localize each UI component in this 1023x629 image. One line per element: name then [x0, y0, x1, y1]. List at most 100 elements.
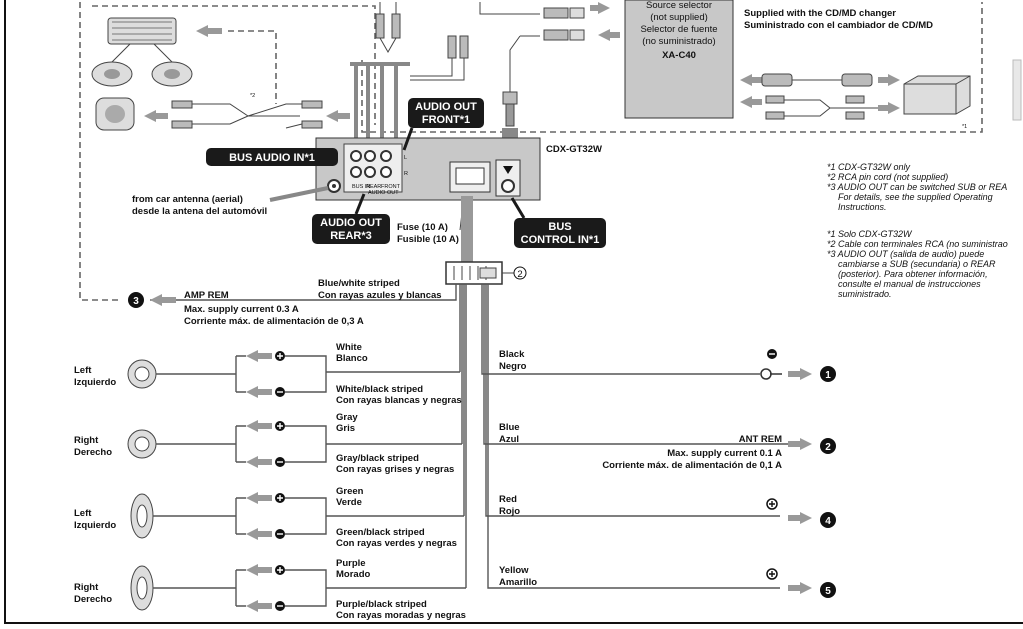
arrow-left-icon	[740, 96, 762, 108]
source-selector-line3: Selector de fuente	[640, 24, 717, 35]
bus-control-in-line2: CONTROL IN*1	[521, 234, 600, 246]
speaker-neg-es: Con rayas grises y negras	[336, 464, 454, 475]
yellow-number: 5	[825, 586, 831, 597]
speaker-neg-en: Green/black striped	[336, 527, 425, 538]
speaker-group-front-left: Left Izquierdo White Blanco White/black …	[74, 342, 462, 406]
speaker-pos-en: Gray	[336, 412, 358, 423]
power-connector-socket	[449, 161, 491, 193]
jack-label-bus-in: BUS IN	[352, 184, 370, 190]
speaker-side-en: Left	[74, 365, 92, 376]
amplifier-icon	[107, 17, 177, 45]
amp-rem-number-badge	[128, 292, 144, 308]
arrow-left-icon	[246, 456, 272, 468]
arrow-right-icon	[788, 512, 812, 524]
arrow-left-icon	[246, 350, 272, 362]
changer-caption-es: Suministrado con el cambiador de CD/MD	[744, 20, 933, 31]
amp-rem-wire-en: Blue/white striped	[318, 278, 400, 289]
note-es-5: (posterior). Para obtener información,	[838, 269, 988, 279]
dashed-boundary-left	[92, 5, 376, 125]
ground-terminal-icon	[760, 368, 782, 380]
changer-caption-en: Supplied with the CD/MD changer	[744, 8, 896, 19]
red-number-badge	[820, 512, 836, 528]
connector-number-badge	[513, 266, 527, 280]
source-selector-line4: (no suministrado)	[642, 36, 715, 47]
arrow-left-icon	[326, 110, 350, 122]
rca-cord-note: *2	[250, 93, 255, 99]
speaker-group-rear-right: Right Derecho Purple Morado Purple/black…	[74, 558, 466, 621]
speaker-neg-es: Con rayas verdes y negras	[336, 538, 457, 549]
source-selector-model: XA-C40	[662, 50, 696, 61]
speaker-side-en: Right	[74, 582, 99, 593]
audio-out-front-line2: FRONT*1	[422, 114, 470, 126]
plus-icon-mark	[277, 353, 283, 359]
speaker-pos-en: Purple	[336, 558, 366, 569]
rca-plug-left-icon	[410, 35, 469, 81]
audio-out-front-line1: AUDIO OUT	[415, 101, 477, 113]
yellow-wire-es: Amarillo	[499, 577, 537, 588]
harness-connector	[445, 261, 503, 285]
speaker-neg-es: Con rayas moradas y negras	[336, 610, 466, 621]
red-wire-es: Rojo	[499, 506, 520, 517]
changer-note: *1	[962, 124, 967, 130]
scrollbar[interactable]	[1012, 59, 1022, 121]
callout-bus-control-in: BUS CONTROL IN*1	[510, 197, 606, 248]
speaker-side-es: Izquierdo	[74, 377, 116, 388]
ant-rem-supply-en: Max. supply current 0.1 A	[667, 448, 782, 459]
footnotes-es: *1 Solo CDX-GT32W *2 Cable con terminale…	[827, 229, 1008, 299]
bus-audio-in-label: BUS AUDIO IN*1	[229, 152, 315, 164]
fuse-caption-en: Fuse (10 A)	[397, 222, 448, 233]
plus-icon-mark	[769, 501, 775, 507]
antenna-caption-en: from car antenna (aerial)	[132, 194, 243, 205]
red-number: 4	[825, 516, 831, 527]
arrow-right-icon	[590, 2, 610, 14]
speaker-side-es: Izquierdo	[74, 520, 116, 531]
wire-amp-rem	[150, 284, 457, 301]
red-wire-en: Red	[499, 494, 517, 505]
speaker-group-rear-left: Left Izquierdo Green Verde Green/black s…	[74, 486, 464, 549]
speaker-neg-es: Con rayas blancas y negras	[336, 395, 462, 406]
fuse-caption-es: Fusible (10 A)	[397, 234, 459, 245]
yellow-number-badge	[820, 582, 836, 598]
ant-rem-number-badge	[820, 438, 836, 454]
cd-changer-icon	[903, 75, 971, 115]
yellow-wire-en: Yellow	[499, 565, 529, 576]
note-es-4: cambiarse a SUB (secundaria) o REAR	[838, 259, 996, 269]
note-es-1: *1 Solo CDX-GT32W	[827, 229, 913, 239]
round-speaker-icon	[127, 359, 157, 389]
note-es-7: suministrado.	[838, 289, 892, 299]
ground-number-badge	[820, 366, 836, 382]
ant-rem-number: 2	[825, 442, 831, 453]
amp-rem-supply-es: Corriente máx. de alimentación de 0,3 A	[184, 316, 364, 327]
antenna-cable	[269, 186, 329, 202]
speaker-wiring	[153, 569, 466, 607]
arrow-right-icon	[878, 74, 900, 86]
audio-cables	[354, 64, 398, 138]
dashed-amp-line	[228, 30, 277, 104]
page-border	[4, 0, 1023, 624]
callout-audio-out-front: AUDIO OUT FRONT*1	[402, 98, 484, 151]
note-es-6: consulte el manual de instrucciones	[838, 279, 981, 289]
oval-speaker-icon	[130, 565, 154, 611]
audio-out-rear-line2: REAR*3	[330, 230, 372, 242]
arrow-left-icon	[246, 386, 272, 398]
amp-rem-dashed-line	[79, 2, 118, 301]
arrow-left-icon	[246, 492, 272, 504]
speaker-wiring	[156, 425, 462, 463]
arrow-left-icon	[246, 564, 272, 576]
wire-red	[485, 284, 780, 517]
speaker-wiring	[153, 497, 464, 535]
arrow-right-icon	[788, 368, 812, 380]
dashed-boundary-right	[361, 2, 983, 133]
car-speaker-pair-icon	[91, 43, 193, 87]
plus-icon-mark	[277, 423, 283, 429]
arrow-right-icon	[788, 438, 812, 450]
callout-audio-out-rear: AUDIO OUT REAR*3	[312, 193, 390, 244]
rca-cord-icon	[171, 100, 323, 129]
amp-rem-number: 3	[133, 296, 139, 307]
speaker-group-front-right: Right Derecho Gray Gris Gray/black strip…	[74, 412, 462, 475]
arrow-left-icon	[246, 600, 272, 612]
callout-bus-audio-in: BUS AUDIO IN*1	[206, 148, 338, 166]
arrow-right-icon	[788, 582, 812, 594]
speaker-neg-en: Purple/black striped	[336, 599, 427, 610]
